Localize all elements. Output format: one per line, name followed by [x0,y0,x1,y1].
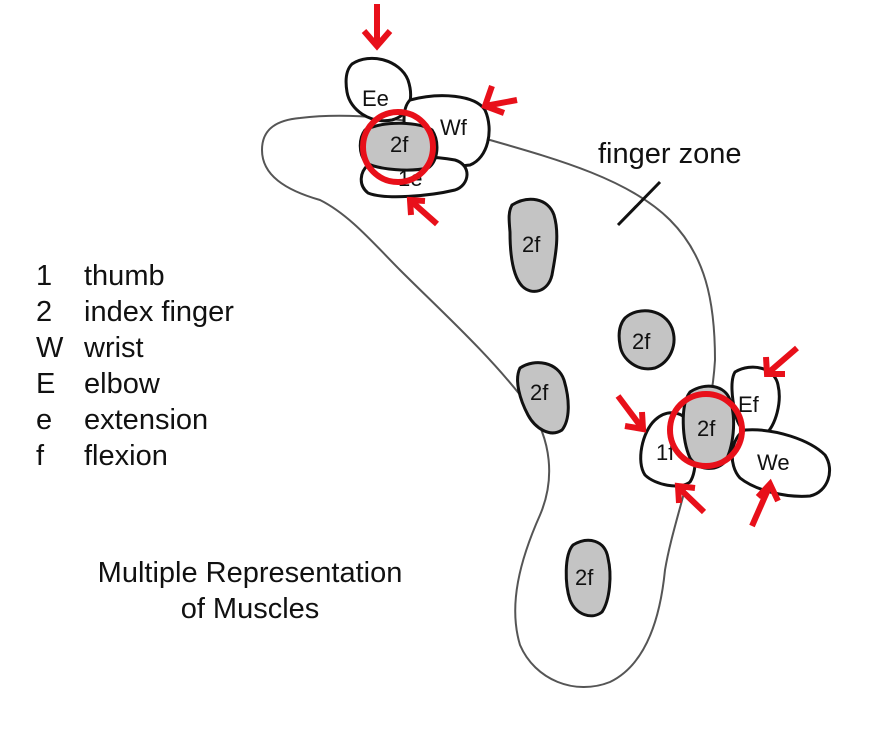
legend-row-extension: e extension [36,402,234,438]
legend-row-wrist: W wrist [36,330,234,366]
legend: 1 thumb 2 index finger W wrist E elbow e… [36,258,234,474]
arrow-top-ee [361,4,393,51]
legend-key: 1 [36,260,53,292]
label-we: We [757,450,790,475]
zone-label-pointer [616,180,662,227]
muscle-ee [344,56,413,123]
muscle-we [730,428,831,498]
label-1f: 1f [656,440,675,465]
caption-line-2: of Muscles [180,593,320,625]
arrow-lower-1f-left [615,394,647,433]
label-2f-b: 2f [632,329,651,354]
isolated-index-blob-b: 2f [617,309,676,371]
legend-text: index finger [84,296,234,328]
legend-text: wrist [84,332,144,364]
legend-text: flexion [84,440,168,472]
caption-line-1: Multiple Representation [97,557,403,589]
label-ef: Ef [738,392,760,417]
legend-key: e [36,404,53,436]
legend-text: extension [84,404,209,436]
legend-key: W [36,332,64,364]
legend-key: 2 [36,296,53,328]
finger-zone-label: finger zone [598,138,742,170]
legend-row-flexion: f flexion [36,438,234,474]
label-2f-a: 2f [522,232,541,257]
label-2f-top: 2f [390,132,409,157]
arrow-lower-ef [763,345,799,377]
arrow-lower-we [749,478,781,528]
legend-row-index-finger: 2 index finger [36,294,234,330]
legend-key: f [36,440,45,472]
arrows [361,4,799,528]
highlight-circle-top [360,109,436,185]
top-muscle-cluster: Ee Wf 2f 1e [344,56,491,199]
legend-text: elbow [84,368,160,400]
label-2f-d: 2f [575,565,594,590]
isolated-index-blob-d: 2f [564,538,612,618]
legend-text: thumb [84,260,165,292]
isolated-index-blob-a: 2f [507,197,559,293]
highlight-circle-lower [667,391,745,469]
isolated-index-blob-c: 2f [516,361,570,435]
finger-zone-outline [260,114,717,688]
arrow-top-wf [481,85,518,116]
arrow-top-1e [406,196,439,227]
label-ee: Ee [362,86,389,111]
arrow-lower-1f-bottom [674,482,707,515]
lower-muscle-cluster: Ef We 1f 2f [639,365,831,498]
legend-row-thumb: 1 thumb [36,258,234,294]
legend-key: E [36,368,56,400]
label-2f-cluster: 2f [697,416,716,441]
label-wf: Wf [440,115,468,140]
label-2f-c: 2f [530,380,549,405]
caption: Multiple Representation of Muscles [30,555,470,627]
legend-row-elbow: E elbow [36,366,234,402]
